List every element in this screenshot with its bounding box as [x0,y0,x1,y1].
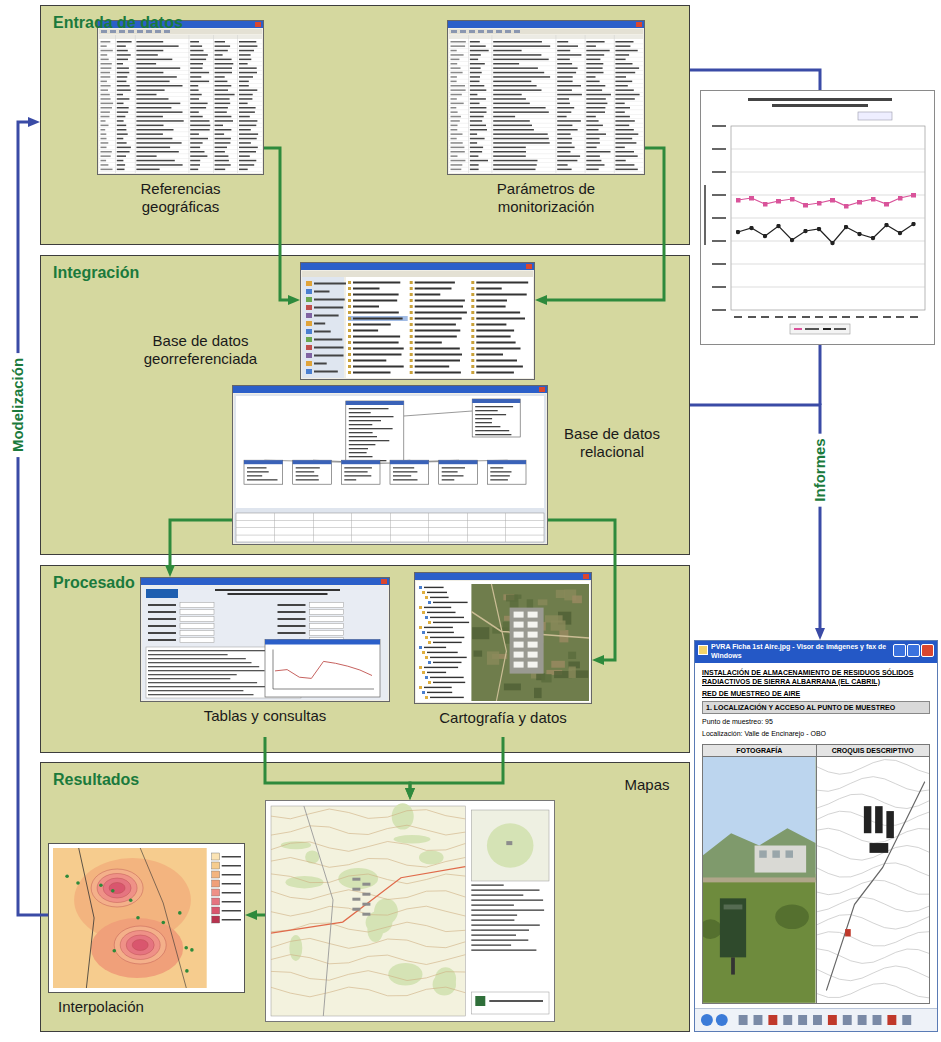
screenshot-image [447,20,645,175]
screenshot-image [232,385,548,545]
screenshot-caption: Base de datos georreferenciada [128,332,273,368]
stage-band: IntegraciónBase de datos georreferenciad… [40,255,690,555]
window-button [907,644,920,657]
screenshot-image [97,20,264,175]
window-icon [698,645,708,655]
figure-art [703,757,816,1003]
screenshot-node: Tablas y consultas [140,577,390,737]
flow-connector [18,122,48,915]
flow-connector [548,520,615,660]
flow-connector [170,520,232,569]
stage-band: Entrada de datosReferencias geográficas P… [40,5,690,245]
caption-box: Mapas [617,776,677,794]
screenshot-caption: Cartografía y datos [414,709,592,727]
trend-chart [701,91,935,345]
screenshot-art [48,843,245,993]
screenshot-art [414,572,592,704]
flow-connector [543,148,664,300]
report-section: 1. LOCALIZACIÓN Y ACCESO AL PUNTO DE MUE… [702,701,930,714]
screenshot-art [232,385,548,545]
report-subheading: RED DE MUESTREO DE AIRE [702,689,930,698]
report-line: Localización: Valle de Encinarejo - OBO [702,729,930,738]
window-title: PVRA Ficha 1st Aire.jpg - Visor de imáge… [711,643,891,661]
screenshot-image [300,262,535,380]
panel-heading: Integración [53,263,139,282]
panel-heading: Entrada de datos [53,13,183,32]
figure-heading: CROQUIS DESCRIPTIVO [817,745,930,757]
site-sketch [817,757,930,1003]
screenshot-image [48,843,245,993]
figure-heading: FOTOGRAFÍA [703,745,816,757]
stage-band: ProcesadoTablas y consultas Cartografía y… [40,565,690,753]
screenshot-image [265,800,555,1022]
window-button [893,644,906,657]
screenshot-art [447,20,645,175]
report-heading: INSTALACIÓN DE ALMACENAMIENTO DE RESIDUO… [702,668,930,686]
screenshot-art [265,800,555,1022]
flow-connector [253,914,265,917]
site-photo [703,757,816,1003]
screenshot-caption: Mapas [617,776,677,794]
toolbar-icons [695,1009,937,1031]
report-figures: FOTOGRAFÍACROQUIS DESCRIPTIVO [702,744,930,1004]
caption-box: Base de datos georreferenciada [128,332,273,368]
screenshot-node: Parámetros de monitorización [447,20,645,235]
edge-label: Informes [810,433,830,506]
screenshot-caption: Referencias geográficas [121,180,241,216]
screenshot-image [414,572,592,704]
screenshot-caption: Interpolación [58,998,238,1016]
stage-band: ResultadosMapasInterpolación [40,762,690,1032]
screenshot-art [300,262,535,380]
screenshot-node: Interpolación [48,843,245,1023]
caption-box: Base de datos relacional [556,425,668,461]
panel-heading: Procesado [53,573,135,592]
screenshot-image [140,577,390,702]
report-feed-line [690,70,820,90]
screenshot-caption: Parámetros de monitorización [476,180,616,216]
figure-column: FOTOGRAFÍA [703,745,817,1003]
window-button [921,644,934,657]
screenshot-node: Cartografía y datos [414,572,592,737]
flow-connector [265,737,410,792]
window-title-bar: PVRA Ficha 1st Aire.jpg - Visor de imáge… [695,641,937,663]
report-page: INSTALACIÓN DE ALMACENAMIENTO DE RESIDUO… [695,663,937,1009]
flow-connector [690,405,820,632]
screenshot-art [97,20,264,175]
report-feed-line [819,345,822,405]
figure-art [817,757,930,1003]
panel-heading: Resultados [53,770,139,789]
viewer-toolbar [695,1008,937,1031]
screenshot-caption: Base de datos relacional [556,425,668,461]
figure-column: CROQUIS DESCRIPTIVO [817,745,930,1003]
screenshot-node: Base de datos georreferenciada [300,262,535,380]
screenshot-node: Base de datos relacional [232,385,548,545]
report-line: Punto de muestreo: 95 [702,717,930,726]
screenshot-node: Referencias geográficas [97,20,264,235]
screenshot-art [140,577,390,702]
edge-label: Modelización [8,353,28,457]
screenshot-node: Mapas [265,800,555,1022]
screenshot-caption: Tablas y consultas [165,707,365,725]
flow-connector [410,737,503,792]
flow-connector [264,148,292,300]
report-window: PVRA Ficha 1st Aire.jpg - Visor de imáge… [694,640,938,1032]
